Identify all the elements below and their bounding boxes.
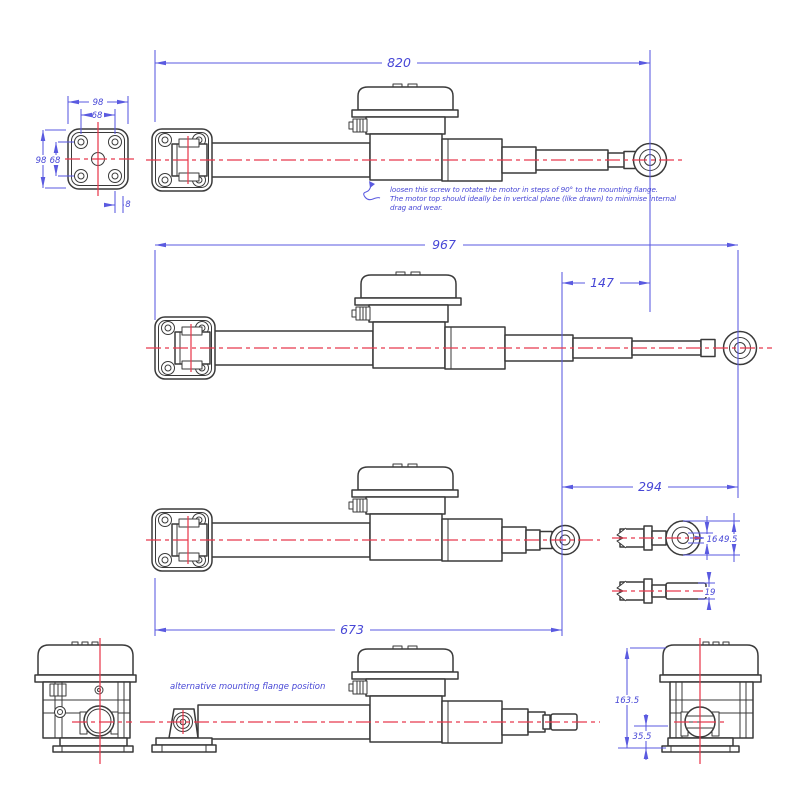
part-bodies xyxy=(34,83,762,753)
side-view-673 xyxy=(151,463,581,572)
dim-35-5-label: 35.5 xyxy=(633,732,652,742)
motor-note-line-2: The motor top should ideally be in verti… xyxy=(390,194,676,203)
dim-163-5-label: 163.5 xyxy=(615,696,639,706)
dim-19-label: 19 xyxy=(705,588,716,598)
dim-8-label: 8 xyxy=(125,200,131,210)
dim-98-left-label: 98 xyxy=(36,156,47,166)
note-leader-line xyxy=(363,184,381,201)
flange-end-view xyxy=(67,128,129,190)
dim-16-label: 16 xyxy=(707,535,718,545)
dim-673-label: 673 xyxy=(340,622,364,637)
dim-147-label: 147 xyxy=(590,275,614,290)
side-view-820 xyxy=(151,83,668,192)
dim-98-top-label: 98 xyxy=(93,98,104,108)
alt-flange-note: alternative mounting flange position xyxy=(170,682,325,692)
motor-note-line-1: loosen this screw to rotate the motor in… xyxy=(390,185,658,194)
side-view-967 xyxy=(154,271,758,380)
dim-967-label: 967 xyxy=(432,237,456,252)
note-leader-arrow xyxy=(369,181,375,188)
centerlines xyxy=(38,122,772,764)
alt-mount-side-view xyxy=(151,645,578,753)
dim-68-top-label: 68 xyxy=(92,111,103,121)
dim-68-left-label: 68 xyxy=(50,156,61,166)
motor-end-view xyxy=(34,641,137,753)
labels: 820 967 147 294 673 98 68 98 68 8 16 49.… xyxy=(32,55,738,742)
rod-end-end-view xyxy=(659,641,762,753)
dim-294-label: 294 xyxy=(638,479,662,494)
dim-820-label: 820 xyxy=(387,55,411,70)
motor-note-line-3: drag and wear. xyxy=(390,203,442,212)
dim-49-5-label: 49.5 xyxy=(719,535,738,545)
